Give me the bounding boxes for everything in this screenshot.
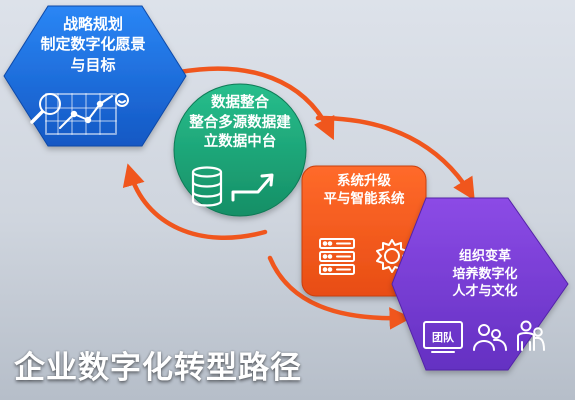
team-people-icon: 团队 (423, 320, 545, 353)
server-gear-icon (319, 238, 408, 275)
stage-data-label: 数据整合 整合多源数据建 立数据中台 (180, 94, 300, 153)
database-growth-icon (191, 166, 274, 207)
stage-system-label: 系统升级 平与智能系统 (304, 172, 424, 208)
stage-system-desc-line-1: 平与智能系统 (323, 191, 405, 208)
stage-org-desc-line-2: 人才与文化 (452, 284, 518, 300)
arrow-strategy-to-data (177, 66, 335, 141)
arrow-system-to-org (267, 255, 412, 330)
stage-strategy-desc-line-2: 与目标 (70, 55, 116, 74)
arrow-data-to-strategy (122, 163, 268, 241)
arrow-data-to-system (315, 115, 475, 201)
flow-arrows (122, 66, 475, 330)
stage-data-shape (173, 83, 307, 217)
stage-data-desc-line-2: 立数据中台 (203, 134, 277, 151)
search-chart-icon (30, 93, 129, 135)
stage-org-desc-line-1: 培养数字化 (452, 266, 518, 282)
stage-org-title: 组织变革 (458, 249, 511, 264)
page-title: 企业数字化转型路径 (14, 350, 302, 386)
stage-org-shape (391, 197, 569, 371)
stage-strategy-label: 战略规划 制定数字化愿景 与目标 (8, 14, 178, 75)
stage-strategy-title: 战略规划 (62, 15, 123, 33)
stage-system-title: 系统升级 (337, 173, 391, 189)
stage-data-desc-line-1: 整合多源数据建 (189, 114, 291, 131)
stage-strategy-shape (3, 5, 187, 147)
stage-data-title: 数据整合 (211, 95, 269, 111)
stage-strategy-desc-line-1: 制定数字化愿景 (40, 35, 146, 54)
stage-org-label: 组织变革 培养数字化 人才与文化 (420, 248, 550, 301)
team-icon-text: 团队 (432, 330, 455, 344)
